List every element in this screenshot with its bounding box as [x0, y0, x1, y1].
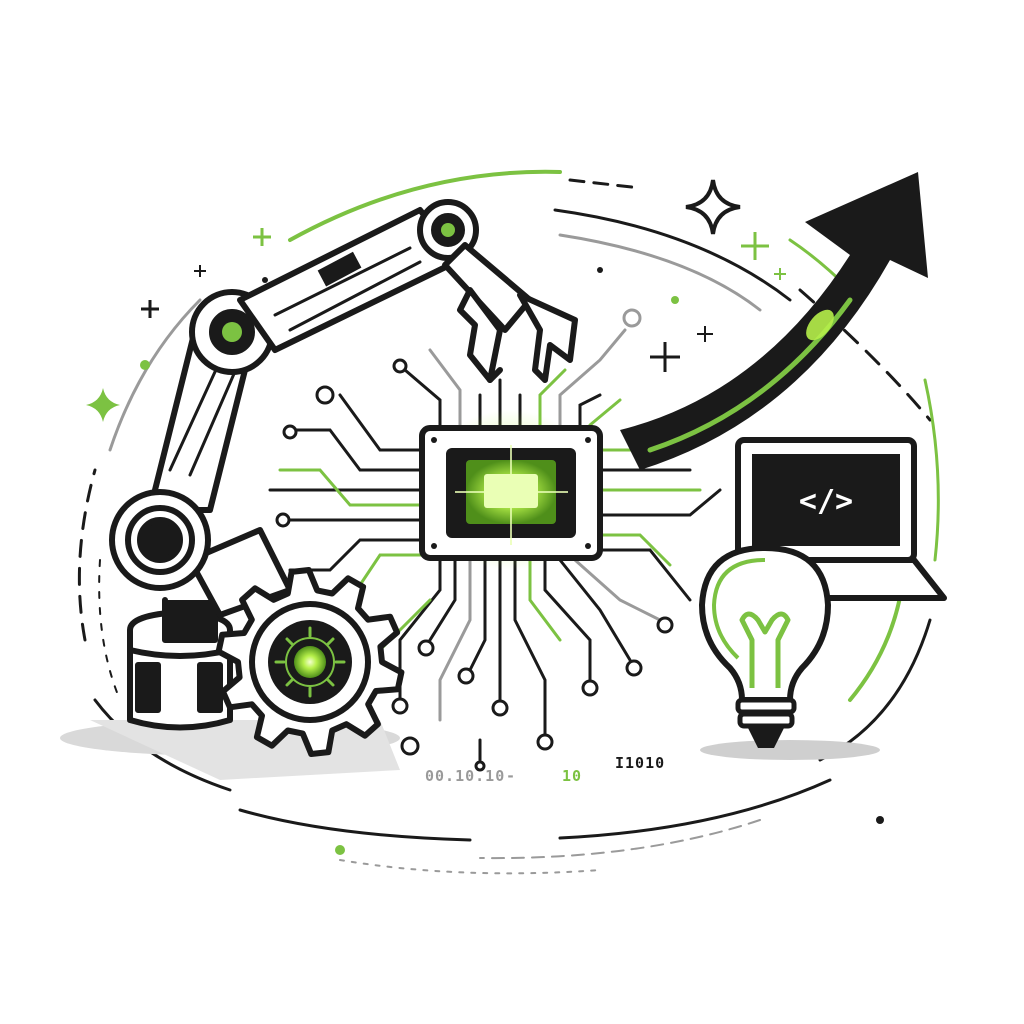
sparkle-icon — [86, 179, 884, 855]
binary-left-label: 00.10.10 — [425, 767, 505, 785]
microchip-icon — [419, 410, 603, 570]
laptop-code-label: </> — [799, 484, 853, 519]
growth-arrow-icon — [620, 172, 928, 470]
circuit-traces — [268, 308, 722, 772]
binary-middle-label: 10 — [562, 767, 582, 785]
gear-icon — [215, 567, 405, 757]
lightbulb-icon — [698, 544, 832, 748]
binary-right-label: I1010 — [615, 754, 665, 772]
binary-dash-label: - — [506, 767, 516, 785]
